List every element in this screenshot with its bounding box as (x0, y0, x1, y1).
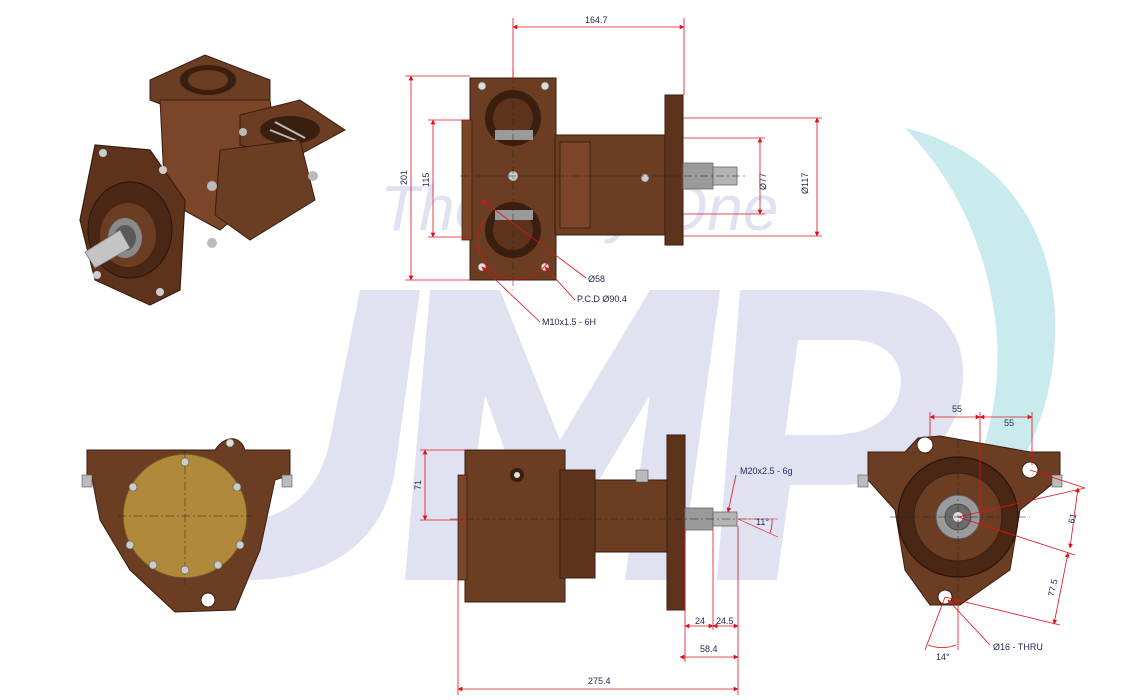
dim-hole-16: Ø16 - THRU (993, 642, 1043, 652)
dim-rear-55-left: 55 (952, 404, 962, 414)
dim-front-height-inner: 115 (421, 173, 431, 187)
dim-front-width: 164.7 (585, 15, 608, 25)
dim-pcd: P.C.D Ø90.4 (577, 294, 627, 304)
side-view: 71 M20x2.5 - 6g 11° 24 24.5 58.4 275.4 (413, 434, 793, 695)
front-view: 164.7 201 115 Ø77 Ø117 Ø58 P.C.D Ø90.4 M… (399, 15, 822, 327)
dim-diameter-77: Ø77 (758, 173, 768, 190)
dim-rear-61: 61 (1066, 512, 1078, 524)
dim-angle-11: 11° (756, 517, 769, 527)
dim-front-height-outer: 201 (399, 170, 409, 185)
left-cover-view (81, 438, 293, 613)
dim-shaft-24: 24 (695, 616, 705, 626)
dim-overall-275-4: 275.4 (588, 676, 611, 686)
dim-shaft-58-4: 58.4 (700, 644, 718, 654)
dim-shaft-24-5: 24.5 (716, 616, 734, 626)
isometric-view (79, 54, 346, 306)
dim-rear-55-right: 55 (1004, 418, 1014, 428)
dim-thread-m20: M20x2.5 - 6g (740, 466, 793, 476)
dim-side-height-71: 71 (413, 480, 423, 490)
dim-rear-77-5: 77.5 (1046, 578, 1059, 597)
dim-diameter-58: Ø58 (588, 274, 605, 284)
dim-angle-14: 14° (936, 652, 950, 662)
rear-flange-view: 55 55 61 77.5 Ø16 - THRU 14° (857, 404, 1086, 662)
dim-diameter-117: Ø117 (800, 173, 810, 194)
watermark-swoosh (905, 128, 1056, 545)
watermark-letter-p (717, 290, 964, 580)
dim-thread-m10: M10x1.5 - 6H (542, 317, 596, 327)
